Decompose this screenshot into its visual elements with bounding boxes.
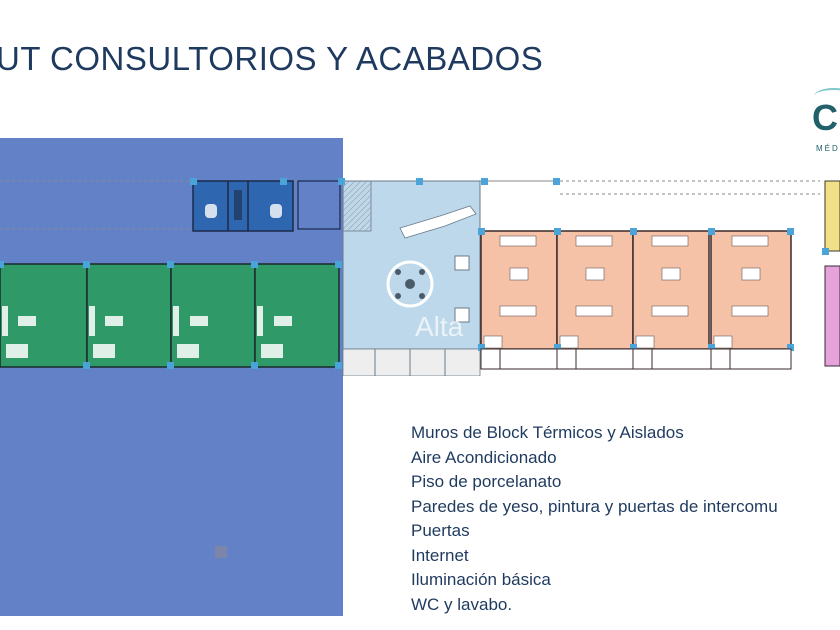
floor-plan: Alta: [0, 178, 840, 376]
feature-item: Internet: [411, 545, 469, 565]
slide-marker: [215, 546, 227, 558]
feature-item: WC y lavabo.: [411, 594, 513, 614]
edge-rooms: [822, 180, 840, 367]
page-title: UT CONSULTORIOS Y ACABADOS: [0, 40, 544, 77]
feature-item: Paredes de yeso, pintura y puertas de in…: [411, 496, 778, 516]
lobby-area: [342, 180, 481, 376]
salmon-rooms: [190, 178, 794, 370]
green-rooms: [0, 261, 342, 369]
logo-subtitle: MÉD: [816, 144, 840, 153]
logo-letter: C: [812, 97, 838, 138]
feature-item: Puertas: [411, 521, 470, 540]
logo-arc-icon: [814, 88, 840, 104]
watermark-text: Alta: [415, 311, 464, 342]
feature-item: Muros de Block Térmicos y Aislados: [411, 423, 684, 442]
wc-block: [192, 180, 341, 232]
brand-logo: C MÉD: [812, 88, 840, 158]
feature-item: Piso de porcelanato: [411, 472, 562, 491]
feature-item: Aire Acondicionado: [411, 447, 557, 467]
feature-item: Iluminación básica: [411, 570, 551, 589]
features-list: Muros de Block Térmicos y Aislados Aire …: [411, 421, 778, 617]
